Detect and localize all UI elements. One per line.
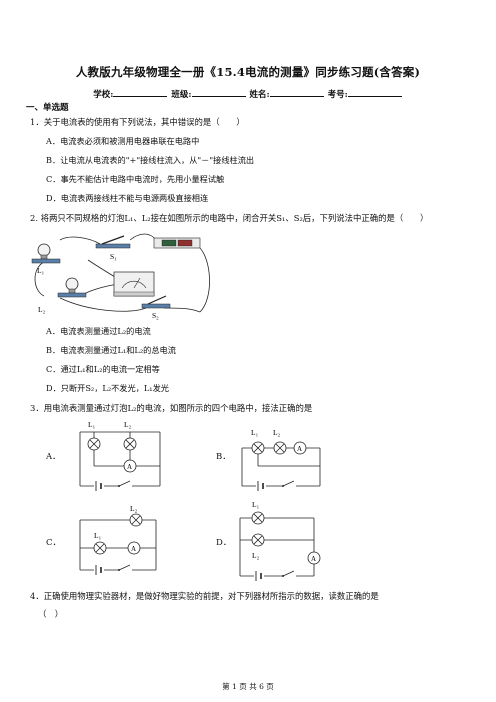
question-2-option-b: B．电流表测量通过L₁和L₂的总电流	[46, 345, 176, 355]
circuit-a-ammeter-icon	[123, 459, 137, 473]
student-info-line: 学校: 班级: 姓名: 考号:	[0, 88, 496, 100]
number-label: 考号:	[327, 90, 348, 100]
question-4-stem-cont: （ ）	[38, 609, 64, 619]
question-2-option-a: A．电流表测量通过L₂的电流	[46, 326, 151, 336]
school-blank[interactable]	[113, 88, 168, 97]
circuit-d-label-ammeter: A	[311, 555, 316, 563]
circuit-c-label-ammeter: A	[131, 545, 136, 553]
circuit-a-label-l1: L₁	[88, 420, 96, 429]
question-3-option-a-letter: A．	[46, 452, 61, 462]
circuit-d-bulb-l2-icon	[251, 533, 265, 547]
figure-label-l1: L₁	[37, 266, 45, 275]
question-4-stem: 4．正确使用物理实验器材，是做好物理实验的前提，对下列器材所指示的数据，读数正确…	[30, 591, 379, 601]
circuit-b-battery-icon	[256, 481, 266, 491]
circuit-d-label-l2: L₂	[252, 551, 260, 560]
circuit-a-bulb-l1-icon	[87, 437, 101, 451]
question-2-option-c: C．通过L₁和L₂的电流一定相等	[46, 364, 160, 374]
question-3-option-d-letter: D．	[216, 538, 232, 548]
figure-label-s2: S₂	[152, 311, 159, 320]
circuit-d-ammeter-icon	[307, 551, 321, 565]
circuit-c-label-l2: L₂	[130, 504, 138, 513]
question-1-option-d: D．电流表两接线柱不能与电源两极直接相连	[46, 193, 209, 203]
figure-label-l2: L₂	[38, 305, 46, 314]
question-1-stem: 1．关于电流表的使用有下列说法，其中错误的是（ ）	[30, 117, 245, 127]
question-1-option-a: A．电流表必须和被测用电器串联在电路中	[46, 136, 200, 146]
circuit-c-switch-icon	[118, 564, 132, 573]
circuit-a-label-ammeter: A	[127, 463, 132, 471]
circuit-b-label-l1: L₁	[251, 428, 259, 437]
circuit-a-battery-icon	[94, 481, 104, 491]
circuit-a-label-l2: L₂	[124, 420, 132, 429]
page-title: 人教版九年级物理全一册《15.4电流的测量》同步练习题(含答案)	[75, 65, 421, 79]
question-3-option-b-letter: B．	[216, 452, 231, 462]
battery-icon	[153, 237, 201, 249]
circuit-c: L₂ L₁ A	[79, 504, 157, 575]
circuit-c-label-l1: L₁	[94, 531, 102, 540]
circuit-c-bulb-l2-icon	[129, 513, 143, 527]
question-1-option-c: C．事先不能估计电路中电流时，先用小量程试触	[46, 174, 225, 184]
number-blank[interactable]	[347, 88, 402, 97]
question-2-option-d: D．只断开S₂，L₂不发光，L₁发光	[46, 383, 169, 393]
name-label: 姓名:	[249, 90, 270, 100]
question-1-option-b: B．让电流从电流表的"+"接线柱流入，从"－"接线柱流出	[46, 155, 255, 165]
section-heading: 一、单选题	[26, 103, 69, 113]
question-2-stem: 2. 将两只不同规格的灯泡L₁、L₂接在如图所示的电路中，闭合开关S₁、S₂后，…	[30, 213, 429, 223]
circuit-d-bulb-l1-icon	[251, 511, 265, 525]
circuit-d-battery-icon	[254, 571, 264, 581]
bulb-l1-icon	[31, 243, 61, 264]
circuit-c-ammeter-icon	[127, 541, 141, 555]
circuit-b-switch-icon	[282, 480, 296, 489]
circuit-b-bulb-l1-icon	[251, 441, 265, 455]
circuit-b-label-l2: L₂	[273, 428, 281, 437]
class-label: 班级:	[171, 90, 192, 100]
school-label: 学校:	[93, 90, 114, 100]
circuit-d-switch-icon	[282, 570, 296, 579]
circuit-d: L₁ L₂ A	[239, 500, 321, 581]
circuit-d-label-l1: L₁	[252, 500, 260, 509]
name-blank[interactable]	[269, 88, 324, 97]
circuit-c-bulb-l1-icon	[93, 541, 107, 555]
switch-s2-icon	[141, 295, 171, 309]
figure-label-s1: S₁	[110, 252, 117, 261]
switch-s1-icon	[95, 235, 131, 249]
bulb-l2-icon	[57, 277, 87, 298]
page-footer: 第 1 页 共 6 页	[222, 682, 274, 691]
class-blank[interactable]	[191, 88, 246, 97]
circuit-b-ammeter-icon	[293, 441, 307, 455]
circuit-b: L₁ L₂ A	[241, 428, 321, 491]
circuit-b-label-ammeter: A	[297, 445, 302, 453]
circuit-a-bulb-l2-icon	[123, 437, 137, 451]
ammeter-icon	[113, 271, 155, 297]
question-3-option-c-letter: C．	[46, 538, 62, 548]
circuit-a: L₁ L₂ A	[79, 420, 161, 491]
circuit-b-bulb-l2-icon	[273, 441, 287, 455]
question-3-stem: 3．用电流表测量通过灯泡L₂的电流，如图所示的四个电路中，接法正确的是	[30, 403, 313, 413]
question-2-physical-circuit: L₁ S₁ L₂ S₂	[31, 233, 210, 320]
circuit-a-switch-icon	[118, 480, 132, 489]
circuit-c-battery-icon	[94, 565, 104, 575]
